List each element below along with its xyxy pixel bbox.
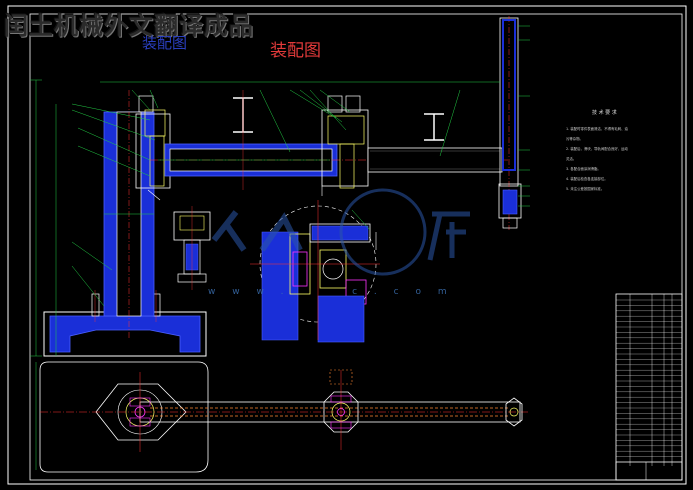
plan-view	[39, 361, 528, 473]
title-block	[615, 461, 683, 481]
sheet-outer-border	[7, 5, 687, 485]
leader-lines	[71, 25, 530, 307]
front-view	[30, 16, 530, 470]
base-plan-outline	[39, 361, 209, 473]
title-ghost: 装配图	[142, 34, 188, 52]
tech-note: 5. 未注公差按国家标准。	[566, 187, 605, 191]
page-title: 装配图	[270, 41, 321, 61]
tech-note: 1. 装配时零件表面清洁，不得有毛刺、油污等杂物。	[566, 127, 628, 141]
tech-note: 2. 装配后，滑块，导轨间配合良好，运动灵活。	[566, 147, 628, 161]
watermark-top-text: 闰土机械外文翻译成品	[4, 12, 254, 40]
watermark-url: w w w . c . c o m	[208, 287, 454, 297]
base-bolt-left	[91, 293, 100, 317]
bom-table	[615, 293, 683, 481]
detail-view-small	[173, 206, 211, 290]
tech-requirements-list: 1. 装配时零件表面清洁，不得有毛刺、油污等杂物。 2. 装配后，滑块，导轨间配…	[566, 124, 628, 194]
tech-requirements-title: 技 术 要 求	[592, 110, 617, 116]
i-beam-right	[424, 113, 444, 141]
tech-note: 3. 各配合面涂润滑脂。	[566, 167, 601, 171]
extension-arm	[367, 147, 503, 173]
sheet-inner-border	[29, 13, 683, 481]
section-b-detail	[250, 200, 380, 343]
dimension-lines	[30, 79, 500, 470]
tech-note: 4. 装配后检查各连接部位。	[566, 177, 608, 181]
watermark-logo	[211, 188, 470, 276]
column-motor	[138, 95, 154, 113]
base-hatch	[49, 315, 201, 353]
